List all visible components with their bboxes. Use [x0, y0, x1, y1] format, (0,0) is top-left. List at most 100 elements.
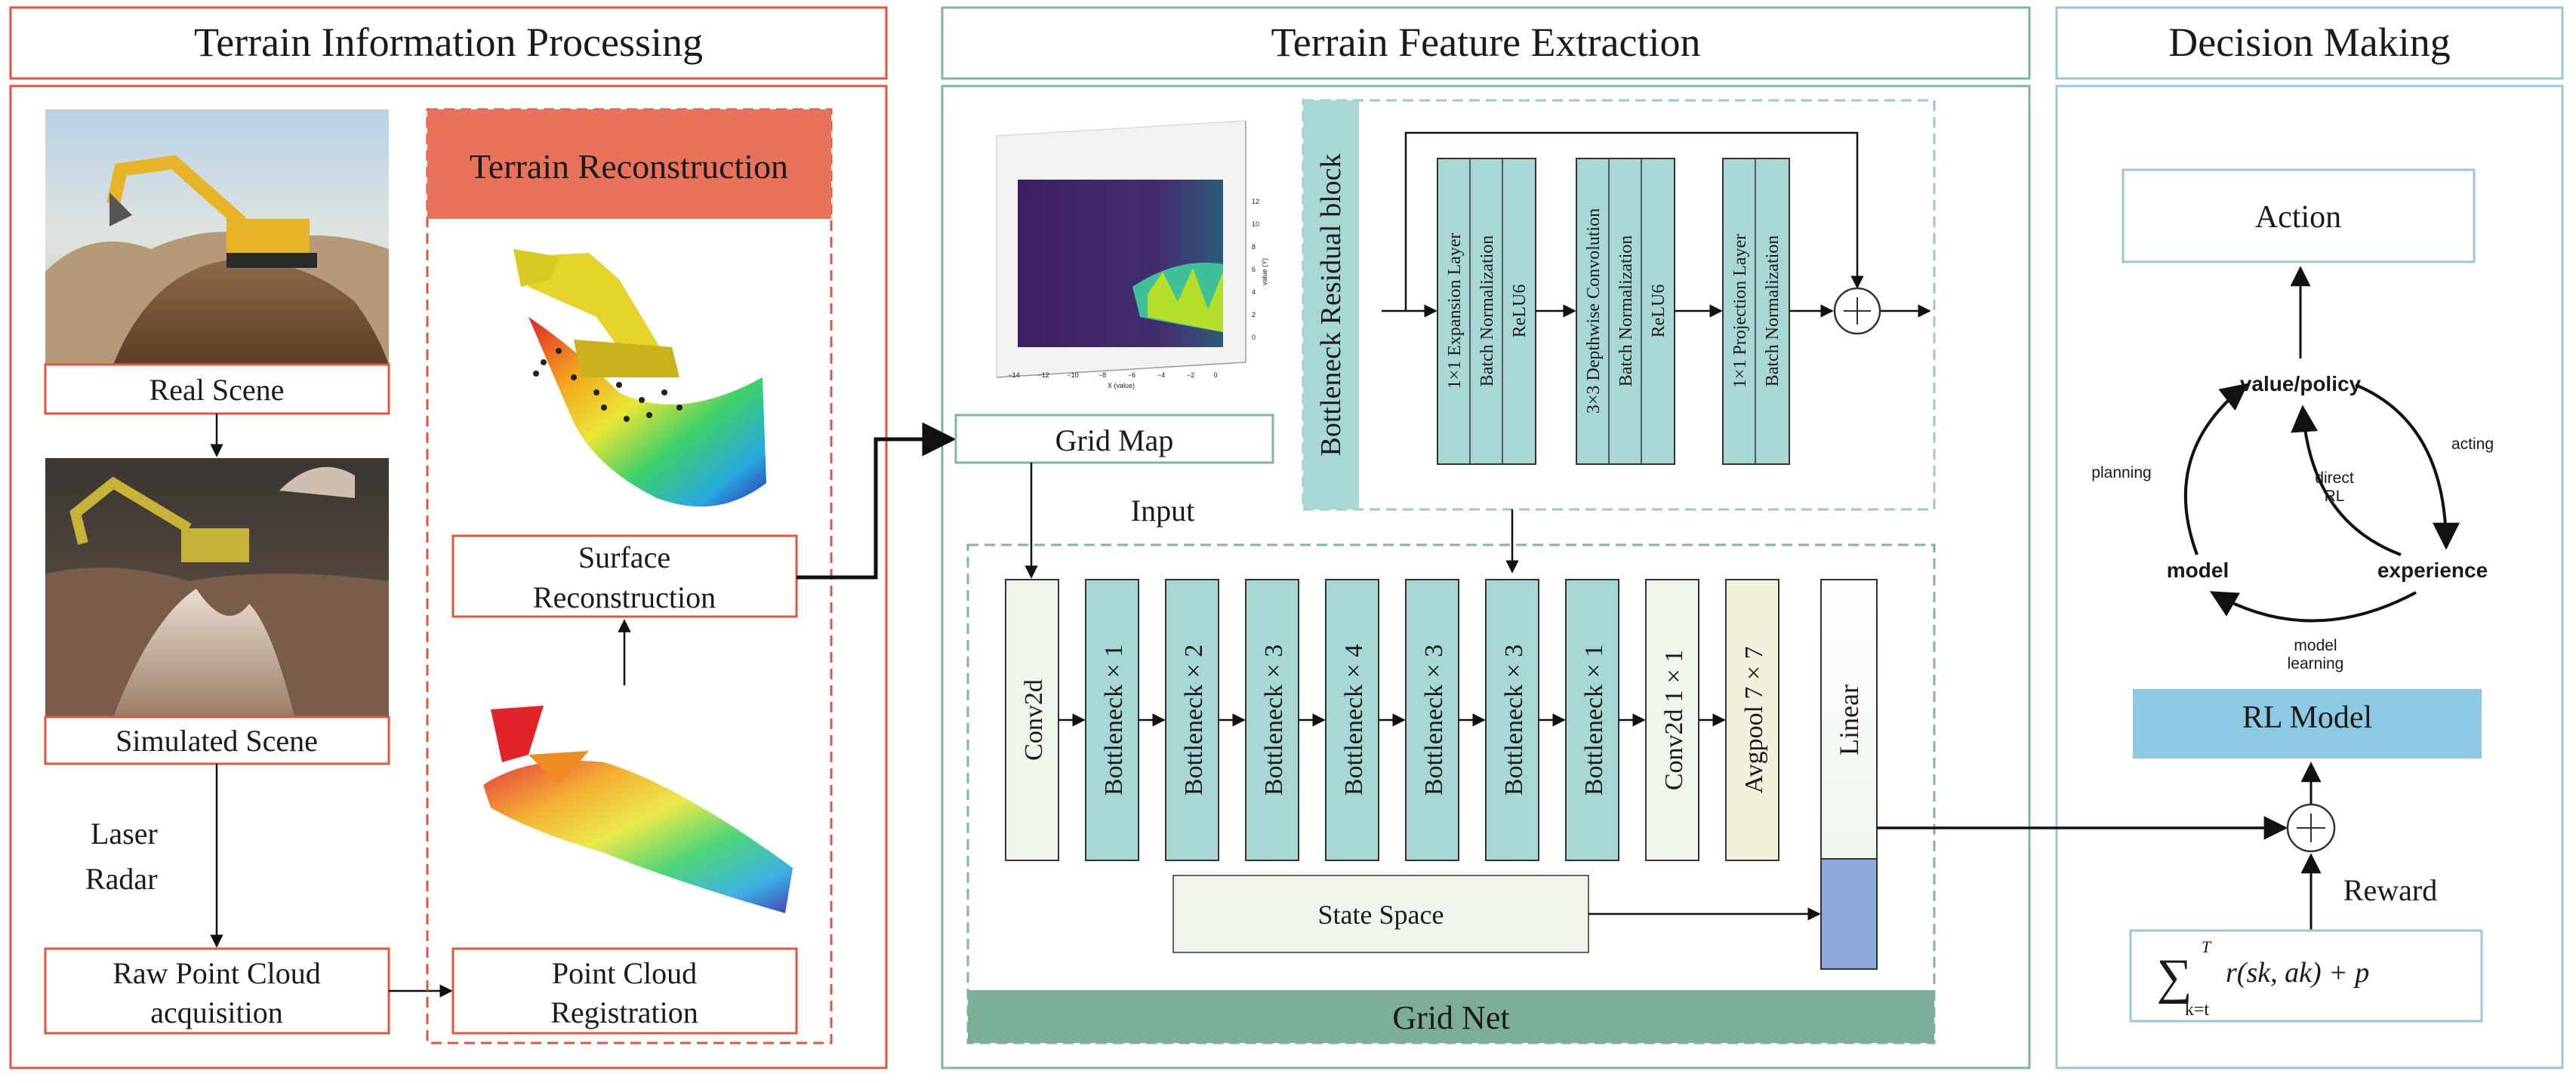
svg-text:Batch Normalization: Batch Normalization — [1478, 235, 1497, 387]
svg-text:−2: −2 — [1187, 371, 1194, 379]
linear-layer: Linear — [1820, 579, 1878, 970]
terrain-reconstruction-title: Terrain Reconstruction — [427, 109, 831, 219]
svg-text:2: 2 — [1252, 311, 1256, 318]
svg-text:12: 12 — [1252, 198, 1259, 205]
svg-text:model: model — [2294, 637, 2337, 654]
grid-map-label: Grid Map — [954, 414, 1274, 464]
residual-flow-arrows — [1382, 131, 1931, 318]
svg-text:Linear: Linear — [1834, 685, 1864, 755]
svg-text:Bottleneck Residual block: Bottleneck Residual block — [1315, 153, 1347, 456]
svg-text:6: 6 — [1252, 266, 1256, 273]
svg-text:Batch Normalization: Batch Normalization — [1616, 235, 1636, 387]
svg-text:Conv2d 1 × 1: Conv2d 1 × 1 — [1660, 650, 1688, 790]
svg-text:−10: −10 — [1067, 371, 1078, 379]
residual-add-node — [1833, 287, 1881, 335]
rl-cycle: value/policy model experience planning a… — [2091, 372, 2494, 672]
svg-text:State Space: State Space — [1318, 900, 1444, 930]
svg-text:Reconstruction: Reconstruction — [533, 580, 716, 614]
depthwise-conv-group: 3×3 Depthwise Convolution Batch Normaliz… — [1576, 158, 1675, 465]
svg-text:acquisition: acquisition — [150, 995, 283, 1029]
svg-text:Bottleneck × 2: Bottleneck × 2 — [1180, 645, 1208, 795]
layer-bottleneck-3b: Bottleneck × 3 — [1405, 579, 1459, 861]
svg-text:learning: learning — [2288, 655, 2344, 672]
simulated-scene-image — [45, 458, 389, 717]
simulated-scene-label: Simulated Scene — [44, 715, 390, 765]
arrow-surface-to-gridmap — [797, 422, 957, 580]
svg-text:Conv2d: Conv2d — [1020, 679, 1048, 761]
svg-text:value/policy: value/policy — [2240, 372, 2362, 395]
svg-text:Real Scene: Real Scene — [149, 373, 285, 407]
svg-text:T: T — [2202, 937, 2212, 956]
svg-text:Surface: Surface — [578, 540, 670, 574]
svg-text:acting: acting — [2451, 435, 2494, 453]
svg-text:model: model — [2167, 558, 2229, 582]
layer-bottleneck-3c: Bottleneck × 3 — [1485, 579, 1539, 861]
svg-text:value (Y): value (Y) — [1261, 258, 1268, 285]
layer-bottleneck-4: Bottleneck × 4 — [1325, 579, 1379, 861]
svg-text:1×1 Projection Layer: 1×1 Projection Layer — [1730, 234, 1750, 388]
svg-text:Point Cloud: Point Cloud — [552, 956, 697, 990]
svg-text:Avgpool 7 × 7: Avgpool 7 × 7 — [1740, 646, 1768, 793]
svg-text:Bottleneck × 1: Bottleneck × 1 — [1580, 645, 1608, 795]
reconstructed-point-cloud-image — [513, 249, 766, 507]
svg-text:Terrain Feature Extraction: Terrain Feature Extraction — [1271, 20, 1701, 65]
svg-text:1×1 Expansion Layer: 1×1 Expansion Layer — [1445, 233, 1465, 389]
svg-text:Terrain Reconstruction: Terrain Reconstruction — [470, 147, 788, 186]
reward-sum-node — [2286, 803, 2336, 853]
layer-conv2d: Conv2d — [1005, 579, 1059, 861]
svg-text:Bottleneck × 3: Bottleneck × 3 — [1420, 645, 1448, 795]
svg-text:direct: direct — [2315, 469, 2354, 487]
svg-text:Bottleneck × 4: Bottleneck × 4 — [1340, 645, 1368, 795]
svg-text:Bottleneck × 1: Bottleneck × 1 — [1100, 645, 1128, 795]
residual-block-frame — [1302, 99, 1936, 511]
layer-bottleneck-3a: Bottleneck × 3 — [1245, 579, 1299, 861]
svg-text:Action: Action — [2255, 200, 2341, 235]
grid-net-label: Grid Net — [968, 990, 1934, 1043]
svg-text:ReLU6: ReLU6 — [1510, 285, 1530, 338]
panel-decision — [2055, 85, 2564, 1069]
layer-bottleneck-1b: Bottleneck × 1 — [1565, 579, 1619, 861]
laser-label-2: Radar — [85, 862, 158, 896]
layer-avgpool: Avgpool 7 × 7 — [1725, 579, 1779, 861]
svg-text:−8: −8 — [1098, 371, 1106, 379]
laser-label-1: Laser — [91, 817, 158, 851]
svg-text:8: 8 — [1252, 243, 1256, 251]
svg-text:−6: −6 — [1128, 371, 1135, 379]
real-scene-label: Real Scene — [44, 363, 390, 415]
residual-block-title: Bottleneck Residual block — [1303, 100, 1359, 509]
surface-reconstruction-box: Surface Reconstruction — [451, 534, 798, 618]
projection-layer-group: 1×1 Projection Layer Batch Normalization — [1722, 158, 1790, 465]
svg-text:Grid Map: Grid Map — [1055, 423, 1174, 457]
registration-point-cloud-image — [483, 706, 793, 913]
svg-text:10: 10 — [1252, 220, 1259, 228]
raw-point-cloud-box: Raw Point Cloud acquisition — [44, 947, 390, 1035]
svg-text:0: 0 — [1252, 334, 1256, 341]
svg-text:Bottleneck × 3: Bottleneck × 3 — [1500, 645, 1528, 795]
layer-bottleneck-2: Bottleneck × 2 — [1165, 579, 1219, 861]
svg-text:Raw Point Cloud: Raw Point Cloud — [112, 956, 321, 990]
svg-text:k=t: k=t — [2185, 1000, 2210, 1020]
state-space-box: State Space — [1172, 875, 1589, 953]
reward-label: Reward — [2343, 873, 2437, 907]
svg-text:0: 0 — [1213, 371, 1217, 379]
svg-text:Registration: Registration — [550, 995, 698, 1029]
svg-text:−14: −14 — [1008, 371, 1019, 379]
panel-terrain-info — [9, 85, 888, 1069]
action-box: Action — [2122, 168, 2476, 263]
svg-text:X (value): X (value) — [1108, 382, 1135, 389]
layer-conv2d-1x1: Conv2d 1 × 1 — [1645, 579, 1699, 861]
svg-text:Bottleneck × 3: Bottleneck × 3 — [1260, 645, 1288, 795]
svg-text:Batch Normalization: Batch Normalization — [1763, 235, 1783, 387]
grid-map-plot: −14 −12 −10 −8 −6 −4 −2 0 X (value) 12 1… — [996, 120, 1268, 389]
panel-feature-extraction — [941, 85, 2031, 1069]
real-scene-image — [45, 109, 389, 365]
svg-text:Terrain Information Processing: Terrain Information Processing — [194, 20, 703, 65]
svg-text:4: 4 — [1252, 288, 1256, 296]
rl-model-box: RL Model — [2133, 689, 2482, 758]
svg-text:RL Model: RL Model — [2242, 700, 2372, 735]
reward-formula-box: ∑ T k=t r(sk, ak) + p — [2129, 929, 2483, 1023]
svg-text:Simulated Scene: Simulated Scene — [116, 724, 318, 758]
svg-text:Decision Making: Decision Making — [2168, 20, 2450, 65]
svg-text:experience: experience — [2377, 558, 2488, 582]
